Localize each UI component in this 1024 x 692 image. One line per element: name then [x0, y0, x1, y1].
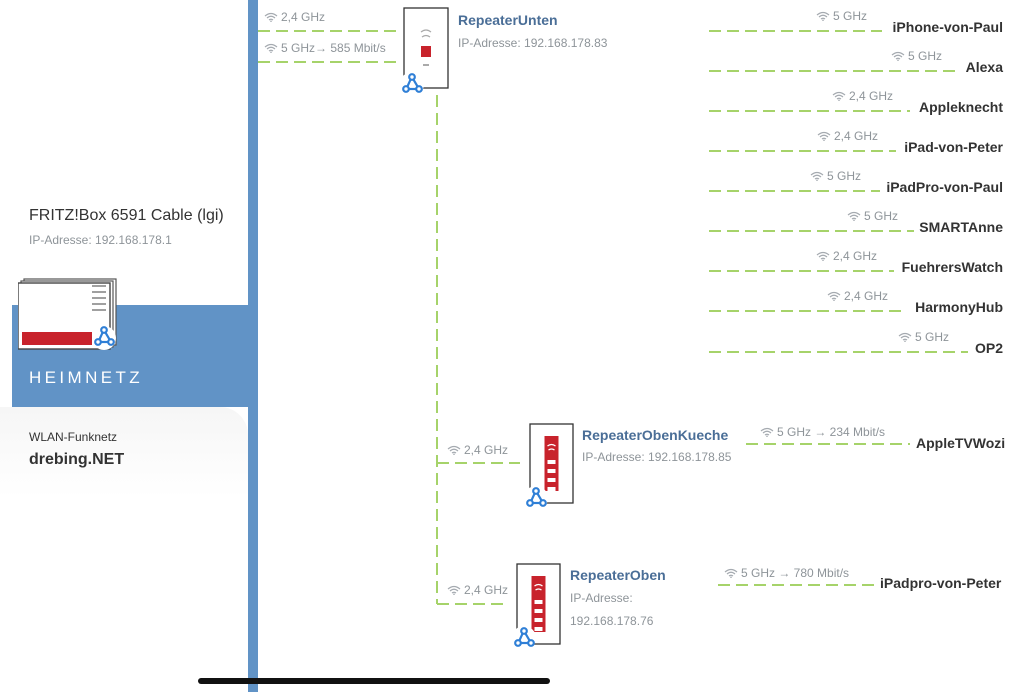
device-name-ipadpro-von-paul[interactable]: iPadPro-von-Paul [886, 179, 1003, 195]
uplink-freq-1: 2,4 GHz [264, 10, 325, 24]
wifi-icon [817, 130, 831, 141]
wifi-icon [847, 210, 861, 221]
device-freq: 2,4 GHz [817, 129, 878, 143]
wlan-ssid: drebing.NET [29, 451, 125, 468]
wifi-icon [810, 170, 824, 181]
device-name-ipad-von-peter[interactable]: iPad-von-Peter [904, 139, 1003, 155]
fritzbox-icon[interactable] [18, 276, 122, 352]
device-name-appleknecht[interactable]: Appleknecht [918, 99, 1003, 115]
device-name-op2[interactable]: OP2 [974, 340, 1003, 356]
device-freq: 2,4 GHz [832, 89, 893, 103]
repeater-unten-ip: IP-Adresse: 192.168.178.83 [458, 36, 608, 50]
repeater-oben-freq: 2,4 GHz [447, 583, 508, 597]
repeater-unten-name[interactable]: RepeaterUnten [458, 12, 558, 28]
heimnetz-label: HEIMNETZ [29, 368, 144, 387]
mesh-icon [400, 72, 424, 96]
left-strip [0, 305, 12, 407]
wlan-panel-bg [0, 407, 248, 497]
device-freq: 5 GHz [847, 209, 898, 223]
wlan-label: WLAN-Funknetz [29, 430, 118, 444]
device-name-iphone-von-paul[interactable]: iPhone-von-Paul [892, 19, 1003, 35]
device-name-alexa[interactable]: Alexa [965, 59, 1003, 75]
repeater-oben-name[interactable]: RepeaterOben [570, 567, 666, 583]
wifi-icon [898, 331, 912, 342]
wifi-icon [827, 290, 841, 301]
mesh-icon [524, 486, 548, 510]
wifi-icon [264, 42, 278, 53]
wifi-icon [724, 567, 738, 578]
uplink-freq-2: 5 GHz→ 585 Mbit/s [264, 41, 386, 55]
repeater-oben-ip-value: 192.168.178.76 [570, 614, 654, 628]
mesh-icon [512, 626, 536, 650]
device-freq: 5 GHz → 780 Mbit/s [724, 566, 849, 580]
device-freq: 5 GHz [810, 169, 861, 183]
device-freq: 2,4 GHz [816, 249, 877, 263]
device-name-appletvwozi[interactable]: AppleTVWozi [916, 435, 1006, 451]
home-indicator[interactable] [198, 678, 550, 684]
wifi-icon [832, 90, 846, 101]
device-freq: 5 GHz → 234 Mbit/s [760, 425, 885, 439]
wifi-icon [816, 10, 830, 21]
wifi-icon [447, 444, 461, 455]
network-trunk [248, 0, 258, 692]
wifi-icon [447, 584, 461, 595]
fritzbox-panel[interactable] [0, 0, 248, 305]
repeater-kueche-freq: 2,4 GHz [447, 443, 508, 457]
device-name-smartanne[interactable]: SMARTAnne [919, 219, 1003, 235]
device-name-harmonyhub[interactable]: HarmonyHub [915, 299, 1003, 315]
device-freq: 5 GHz [891, 49, 942, 63]
fritzbox-name: FRITZ!Box 6591 Cable (lgi) [29, 207, 224, 224]
device-name-ipadpro-von-peter[interactable]: iPadpro-von-Peter [880, 575, 1002, 591]
repeater-kueche-name[interactable]: RepeaterObenKueche [582, 427, 729, 443]
fritzbox-ip: IP-Adresse: 192.168.178.1 [29, 233, 172, 247]
device-name-fuehrerswatch[interactable]: FuehrersWatch [901, 259, 1003, 275]
device-freq: 5 GHz [816, 9, 867, 23]
wifi-icon [264, 11, 278, 22]
device-freq: 2,4 GHz [827, 289, 888, 303]
repeater-oben-ip-label: IP-Adresse: [570, 591, 633, 605]
device-freq: 5 GHz [898, 330, 949, 344]
wifi-icon [891, 50, 905, 61]
wifi-icon [816, 250, 830, 261]
wifi-icon [760, 426, 774, 437]
repeater-kueche-ip: IP-Adresse: 192.168.178.85 [582, 450, 732, 464]
